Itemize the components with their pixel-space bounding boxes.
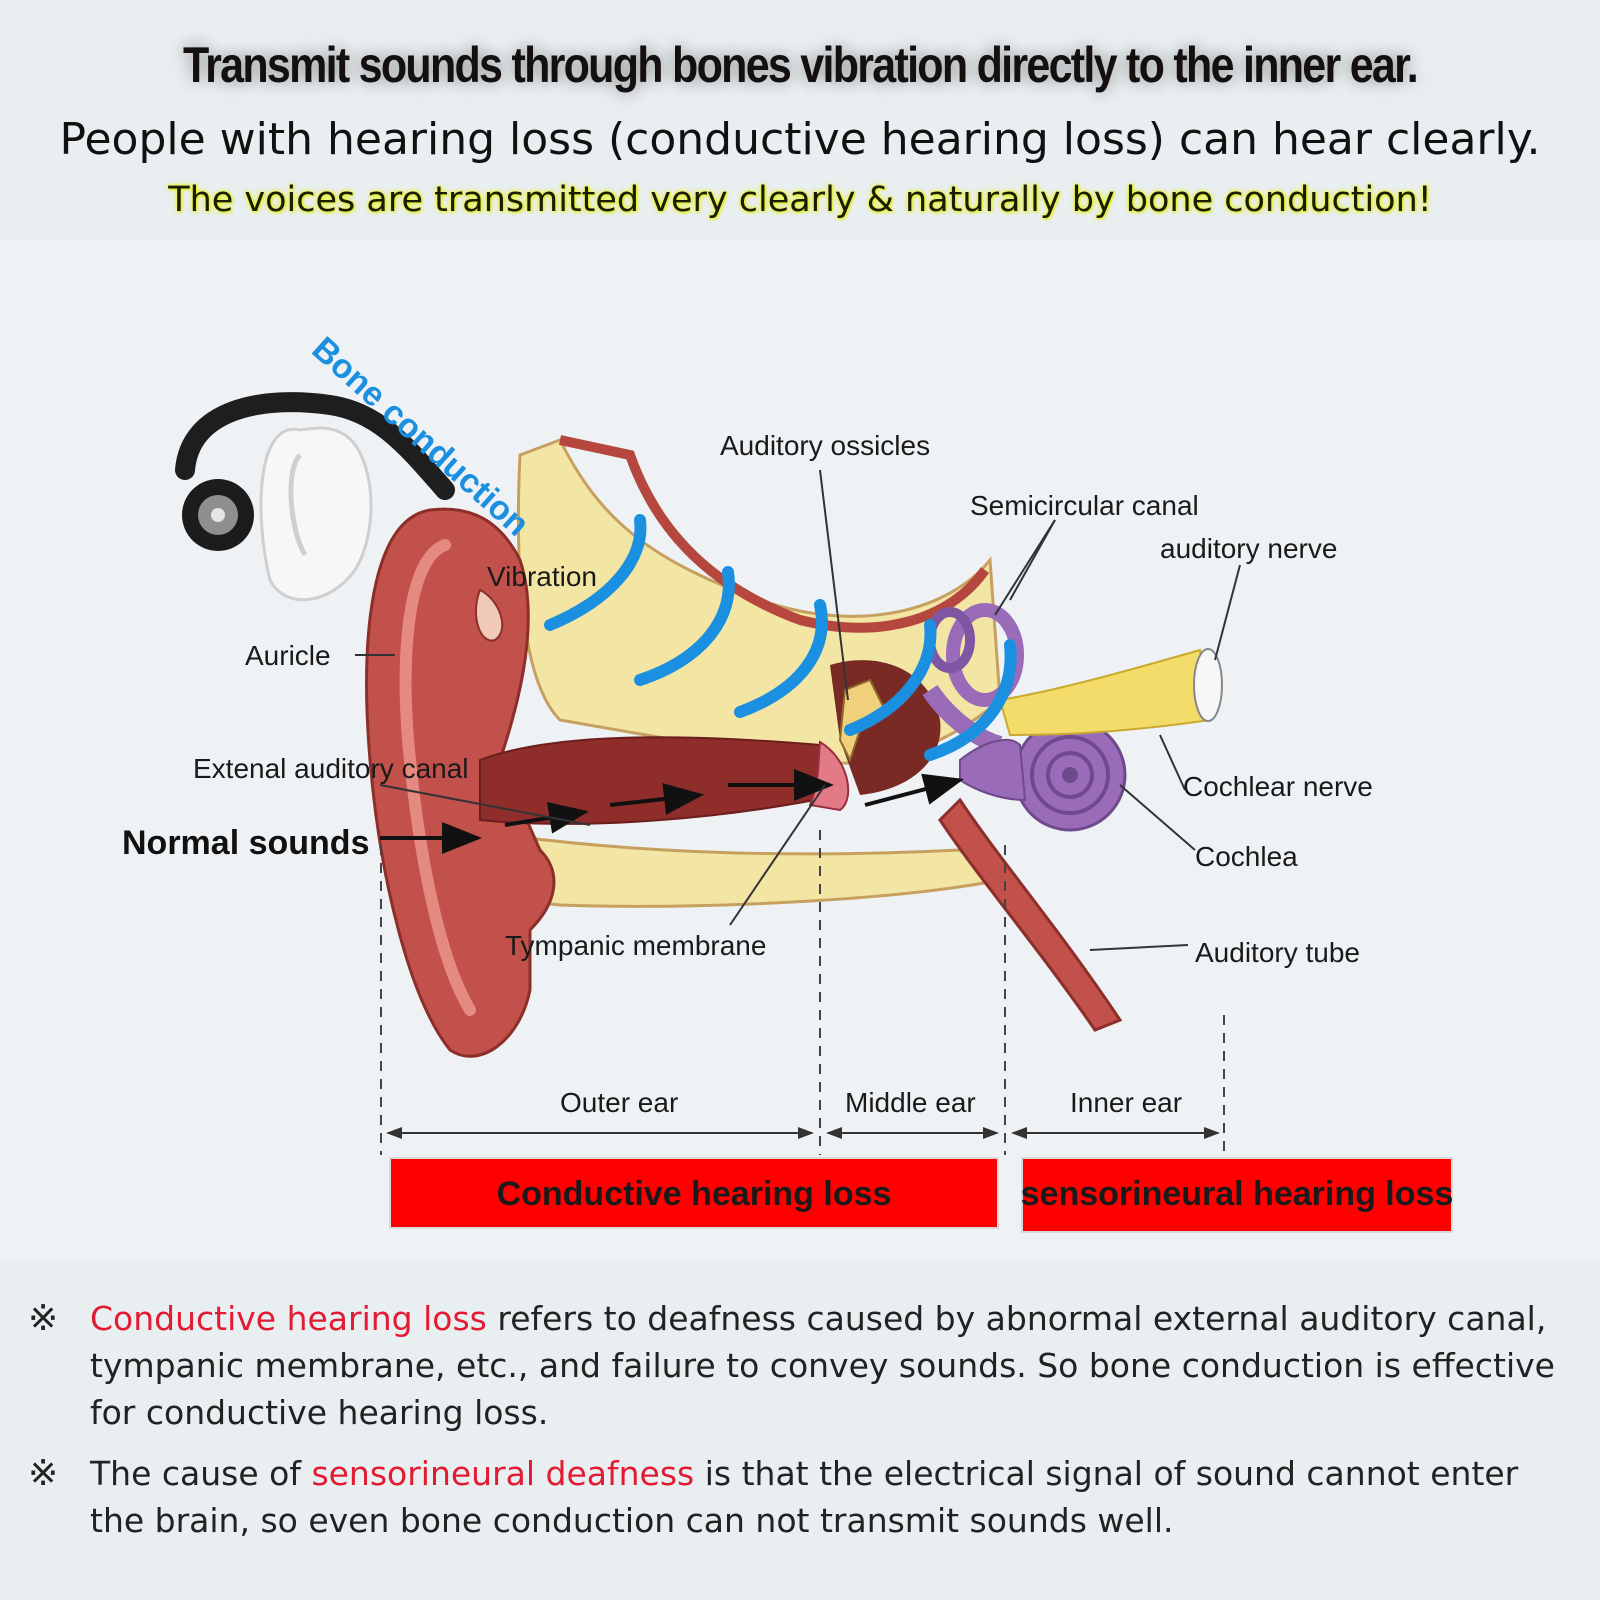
sensorineural-hearing-loss-box: sensorineural hearing loss — [1021, 1157, 1454, 1233]
vibration-wave-4 — [844, 619, 937, 736]
reference-mark: ※ — [28, 1298, 59, 1339]
note-sensorineural: ※ The cause of sensorineural deafness is… — [28, 1450, 1578, 1544]
leader-lines — [355, 469, 1241, 951]
label-normal-sounds: Normal sounds — [122, 824, 369, 862]
note-sensorineural-highlight: sensorineural deafness — [311, 1454, 695, 1493]
conductive-hearing-loss-label: Conductive hearing loss — [497, 1175, 892, 1213]
sound-arrow-2 — [504, 801, 589, 834]
vibration-wave-2 — [634, 566, 735, 686]
vibration-wave-3 — [734, 599, 828, 718]
vibration-wave-1 — [544, 514, 647, 631]
sound-arrow-5 — [864, 773, 964, 807]
note-sensorineural-prefix: The cause of — [90, 1454, 312, 1493]
subline: People with hearing loss (conductive hea… — [59, 114, 1541, 165]
region-dividers — [380, 830, 1225, 1155]
ear-anatomy — [365, 435, 1223, 1058]
label-inner-ear: Inner ear — [1070, 1087, 1182, 1118]
note-conductive: ※ Conductive hearing loss refers to deaf… — [28, 1295, 1578, 1436]
label-auditory-tube: Auditory tube — [1195, 937, 1360, 968]
vibration-wave-5 — [924, 639, 1017, 761]
label-cochlea: Cochlea — [1195, 841, 1298, 872]
note-conductive-text: refers to deafness caused by abnormal ex… — [90, 1299, 1555, 1432]
label-external-auditory-canal: Extenal auditory canal — [193, 753, 469, 784]
headline: Transmit sounds through bones vibration … — [182, 37, 1419, 93]
vibration-waves — [544, 514, 1017, 761]
reference-mark: ※ — [28, 1453, 59, 1494]
label-auricle: Auricle — [245, 640, 331, 671]
note-conductive-highlight: Conductive hearing loss — [90, 1299, 487, 1338]
sound-arrows — [380, 769, 964, 854]
label-auditory-ossicles: Auditory ossicles — [720, 430, 930, 461]
sensorineural-hearing-loss-label: sensorineural hearing loss — [1021, 1175, 1454, 1213]
label-semicircular-canal: Semicircular canal — [970, 490, 1199, 521]
conductive-hearing-loss-box: Conductive hearing loss — [389, 1157, 999, 1229]
label-outer-ear: Outer ear — [560, 1087, 678, 1118]
notes-section: ※ Conductive hearing loss refers to deaf… — [28, 1295, 1578, 1544]
label-tympanic-membrane: Tympanic membrane — [505, 930, 766, 961]
ear-diagram: Bone conduction Auditory ossicles Semici… — [122, 330, 1454, 1233]
label-vibration: Vibration — [487, 561, 597, 592]
label-auditory-nerve: auditory nerve — [1160, 533, 1337, 564]
label-cochlear-nerve: Cochlear nerve — [1183, 771, 1373, 802]
note-sensorineural-text: is that the electrical signal of sound c… — [90, 1454, 1519, 1540]
bone-conduction-headphone — [175, 392, 455, 602]
sound-arrow-3 — [609, 783, 704, 815]
highlight-text: The voices are transmitted very clearly … — [168, 180, 1432, 220]
label-middle-ear: Middle ear — [845, 1087, 976, 1118]
